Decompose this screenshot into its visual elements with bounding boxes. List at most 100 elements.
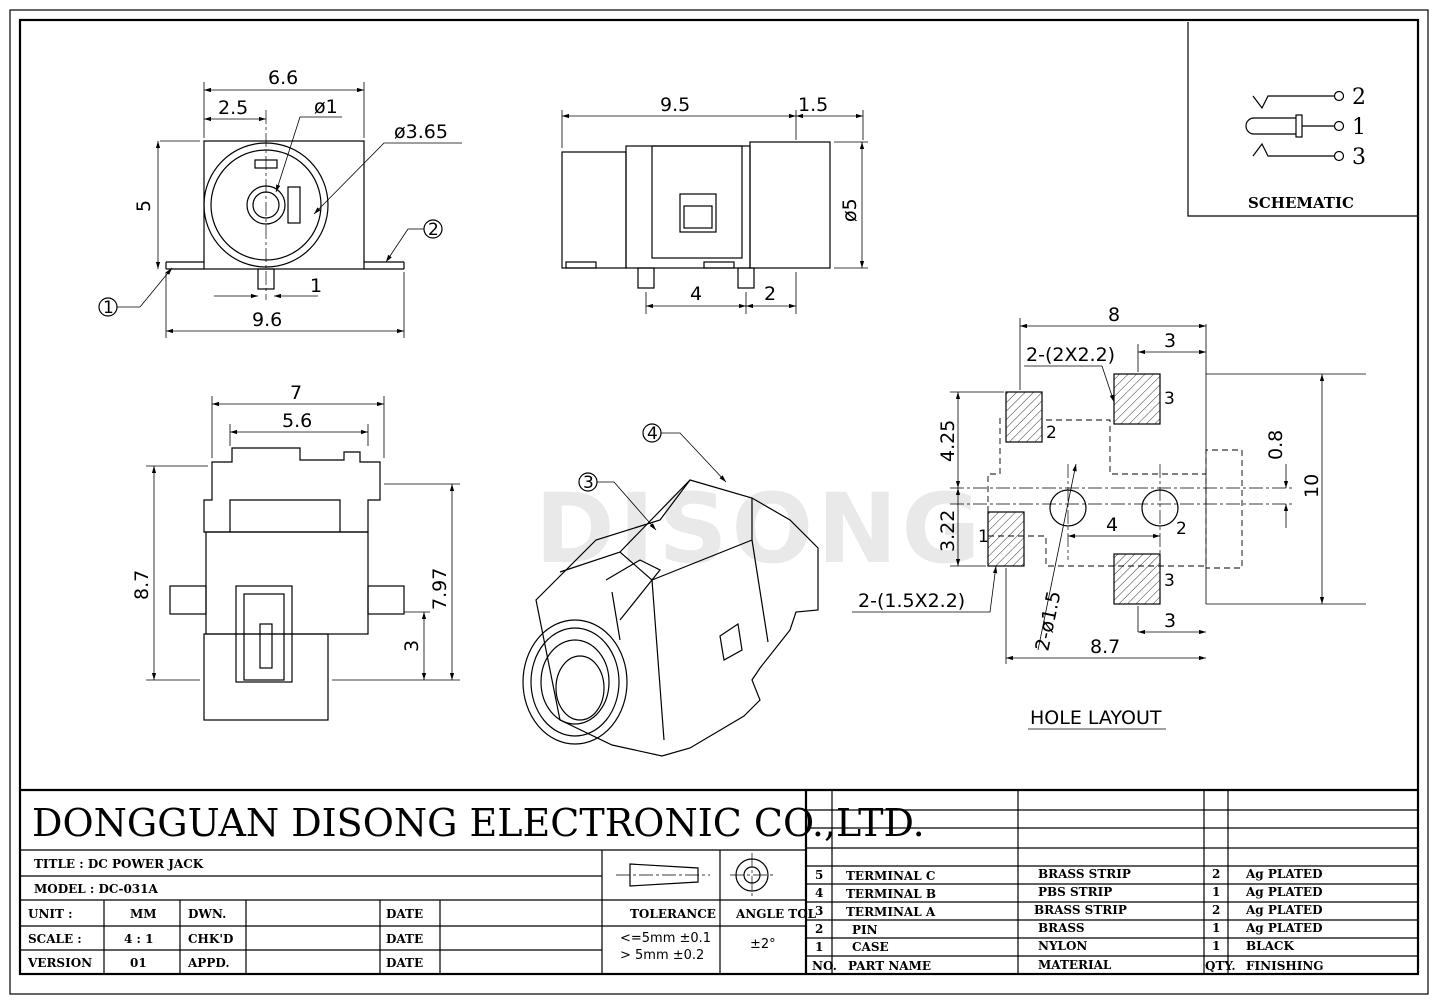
bom-row-5: 5 TERMINAL C BRASS STRIP 2 Ag PLATED <box>815 867 1322 883</box>
dim-front-bore-dia: ø3.65 <box>394 121 448 143</box>
dim-hole-upper-height: 4.25 <box>937 420 959 462</box>
dim-hole-drill: 2-ø1.5 <box>1031 589 1065 653</box>
inner-border <box>18 18 1420 976</box>
unit-value: MM <box>130 907 157 921</box>
pad-label-3-bottom: 3 <box>1164 571 1175 591</box>
callout-2: 2 <box>428 220 439 240</box>
dim-hole-center-offset: 0.8 <box>1265 430 1287 460</box>
dim-top-pin-height: 3 <box>401 640 423 652</box>
tolerance-line-2: > 5mm ±0.2 <box>620 948 704 963</box>
dim-hole-pad-offset-bottom: 3 <box>1164 610 1176 632</box>
bom-header-finishing: FINISHING <box>1246 959 1324 973</box>
bom-row-finishing: BLACK <box>1246 939 1294 953</box>
pad-label-2-top: 2 <box>1046 423 1057 443</box>
isometric-view: 4 3 <box>522 423 819 757</box>
dim-hole-pad-offset-top: 3 <box>1164 330 1176 352</box>
bom-header-qty: QTY. <box>1205 959 1236 973</box>
scale-value: 4 : 1 <box>124 932 153 946</box>
dim-hole-pitch: 4 <box>1106 514 1118 536</box>
dim-side-diameter: ø5 <box>839 198 861 222</box>
bom-row-qty: 1 <box>1212 939 1220 953</box>
pad-label-3-top: 3 <box>1164 389 1175 409</box>
bom-row-finishing: Ag PLATED <box>1245 885 1322 899</box>
dim-side-extension: 1.5 <box>798 94 828 116</box>
bom-row-part-name: TERMINAL B <box>846 887 936 901</box>
top-view: 7 5.6 8.7 7.97 3 <box>131 382 460 721</box>
dim-front-overall: 9.6 <box>252 309 282 331</box>
scale-label: SCALE : <box>28 932 82 946</box>
approved-label: APPD. <box>187 956 230 970</box>
dim-top-inner-width: 5.6 <box>282 410 312 432</box>
dim-hole-width: 8 <box>1108 304 1120 326</box>
dim-side-pin-offset: 2 <box>764 283 776 305</box>
dim-side-pin-pitch: 4 <box>690 283 702 305</box>
version-label: VERSION <box>27 956 92 970</box>
dim-hole-pad-size-top: 2-(2X2.2) <box>1026 344 1115 366</box>
bom-row-finishing: Ag PLATED <box>1245 921 1322 935</box>
bom-row-material: BRASS <box>1038 921 1085 935</box>
bom-row-part-name: PIN <box>852 923 878 937</box>
schematic-pin-1: 1 <box>1352 115 1366 140</box>
drawn-date-label: DATE <box>386 907 423 921</box>
dim-top-width: 7 <box>290 382 302 404</box>
bom-header-row: NO. PART NAME MATERIAL QTY. FINISHING <box>812 958 1324 973</box>
dim-top-body-length: 7.97 <box>429 568 451 610</box>
tolerance-heading: TOLERANCE <box>630 907 716 921</box>
dim-hole-total-height: 10 <box>1301 474 1323 498</box>
schematic-pin-2: 2 <box>1352 85 1366 110</box>
checked-date-label: DATE <box>386 932 423 946</box>
dim-front-offset: 2.5 <box>218 97 248 119</box>
bom-row-qty: 2 <box>1212 903 1220 917</box>
dim-front-height: 5 <box>133 200 155 212</box>
bom-row-no: 3 <box>815 904 823 918</box>
bom-row-part-name: TERMINAL C <box>846 869 935 883</box>
bom-row-no: 5 <box>815 868 823 882</box>
unit-label: UNIT : <box>28 907 73 921</box>
schematic-pin-3: 3 <box>1352 145 1366 170</box>
hole-layout-label: HOLE LAYOUT <box>1030 707 1162 729</box>
schematic-label: SCHEMATIC <box>1248 194 1354 212</box>
bom-row-no: 1 <box>815 940 823 954</box>
model-field: MODEL : DC-031A <box>34 882 158 896</box>
dim-hole-lower-height: 3.22 <box>937 510 959 552</box>
pad-label-1: 1 <box>978 527 989 547</box>
schematic-box: 2 1 3 SCHEMATIC <box>1187 22 1418 217</box>
bom-row-4: 4 TERMINAL B PBS STRIP 1 Ag PLATED <box>815 885 1322 901</box>
pad-label-2-hole: 2 <box>1176 519 1187 539</box>
title-block: DONGGUAN DISONG ELECTRONIC CO.,LTD. TITL… <box>20 788 1418 974</box>
bom-row-no: 2 <box>815 922 823 936</box>
bom-row-qty: 1 <box>1212 885 1220 899</box>
bom-row-3: 3 TERMINAL A BRASS STRIP 2 Ag PLATED <box>815 903 1322 919</box>
checked-label: CHK'D <box>188 932 233 946</box>
bom-row-1: 1 CASE NYLON 1 BLACK <box>815 939 1294 954</box>
drawn-label: DWN. <box>188 907 226 921</box>
bom-table <box>806 790 1418 974</box>
dim-top-length: 8.7 <box>131 570 153 600</box>
angle-tolerance-heading: ANGLE TOL <box>735 907 817 921</box>
bom-row-qty: 2 <box>1212 867 1220 881</box>
bom-row-part-name: CASE <box>852 940 889 954</box>
bom-row-material: BRASS STRIP <box>1038 867 1131 881</box>
dim-side-length: 9.5 <box>660 94 690 116</box>
bom-row-finishing: Ag PLATED <box>1245 903 1322 917</box>
callout-1: 1 <box>103 298 114 318</box>
bom-row-material: PBS STRIP <box>1038 885 1112 899</box>
bom-row-no: 4 <box>815 886 823 900</box>
watermark: DISONG <box>535 473 984 585</box>
approved-date-label: DATE <box>386 956 423 970</box>
callout-3: 3 <box>583 473 594 493</box>
tolerance-line-1: <=5mm ±0.1 <box>620 931 711 946</box>
bom-header-part-name: PART NAME <box>848 959 931 973</box>
outer-border <box>9 9 1429 995</box>
bom-row-material: BRASS STRIP <box>1034 903 1127 917</box>
bom-header-no: NO. <box>812 959 837 973</box>
dim-front-pin-dia: ø1 <box>314 96 338 118</box>
company-name: DONGGUAN DISONG ELECTRONIC CO.,LTD. <box>32 801 925 845</box>
title-field: TITLE : DC POWER JACK <box>34 857 204 871</box>
dim-hole-bottom-width: 8.7 <box>1090 636 1120 658</box>
dim-hole-pad-size-bottom: 2-(1.5X2.2) <box>858 590 965 612</box>
angle-tolerance-value: ±2° <box>750 937 776 952</box>
front-view: 6.6 2.5 ø1 ø3.65 5 1 9.6 1 2 <box>98 67 462 338</box>
bom-header-material: MATERIAL <box>1038 958 1112 972</box>
